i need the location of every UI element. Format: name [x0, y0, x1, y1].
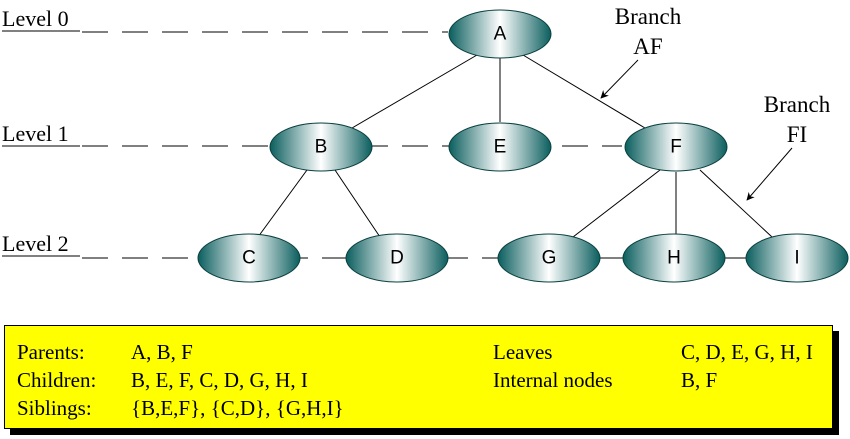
branch-af-label-line2: AF [633, 34, 662, 59]
node-a: A [448, 9, 552, 59]
legend-box: Parents: A, B, F Children: B, E, F, C, D… [4, 325, 833, 429]
legend-children-value: B, E, F, C, D, G, H, I [131, 368, 308, 392]
node-e-label: E [494, 137, 507, 158]
node-b: B [269, 122, 373, 172]
legend-siblings-value: {B,E,F}, {C,D}, {G,H,I} [131, 396, 344, 420]
node-i: I [745, 233, 849, 283]
legend-children-label: Children: [17, 368, 97, 392]
node-d: D [345, 233, 449, 283]
branch-fi-label-line2: FI [787, 122, 807, 147]
tree-diagram: Level 0 Level 1 Level 2 A B E F C D [2, 4, 849, 283]
branch-af-label-line1: Branch [615, 4, 682, 29]
node-f: F [624, 122, 728, 172]
legend-siblings-label: Siblings: [17, 396, 92, 420]
legend-internal-label: Internal nodes [493, 368, 613, 392]
legend-parents-label: Parents: [17, 340, 85, 364]
legend-leaves-label: Leaves [493, 340, 553, 364]
node-e: E [448, 122, 552, 172]
legend-internal-value: B, F [681, 368, 718, 392]
branch-fi-label-line1: Branch [764, 92, 831, 117]
node-g-label: G [542, 248, 557, 269]
branch-af-arrow [600, 59, 639, 99]
node-h: H [622, 233, 726, 283]
level-label-0: Level 0 [2, 6, 69, 31]
edge-a-b [351, 54, 478, 129]
edge-a-f [522, 54, 646, 129]
node-h-label: H [667, 248, 681, 269]
node-c-label: C [242, 248, 256, 269]
edge-f-g [572, 169, 661, 238]
node-d-label: D [390, 248, 404, 269]
legend-leaves-value: C, D, E, G, H, I [681, 340, 813, 364]
node-f-label: F [670, 137, 682, 158]
node-g: G [497, 233, 601, 283]
node-a-label: A [494, 24, 507, 45]
edge-b-c [257, 169, 308, 238]
node-c: C [197, 233, 301, 283]
branch-fi-arrow [746, 147, 793, 201]
level-label-2: Level 2 [2, 231, 69, 256]
node-i-label: I [794, 248, 799, 269]
node-b-label: B [315, 137, 328, 158]
edge-f-i [699, 169, 773, 238]
legend-parents-value: A, B, F [131, 340, 193, 364]
edge-b-d [334, 169, 381, 238]
level-label-1: Level 1 [2, 121, 69, 146]
